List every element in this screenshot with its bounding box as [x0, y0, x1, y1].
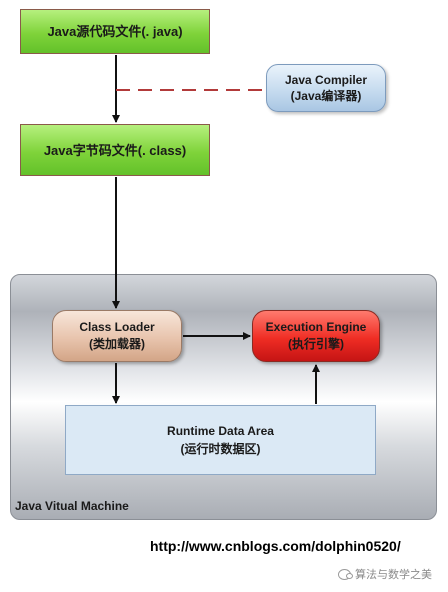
java-compiler-box: Java Compiler (Java编译器): [266, 64, 386, 112]
compiler-label-line1: Java Compiler: [284, 73, 368, 87]
execution-engine-box: Execution Engine (执行引擎): [252, 310, 380, 362]
wechat-icon: [338, 568, 353, 580]
class-loader-label-line2: (类加载器): [89, 337, 145, 351]
runtime-data-area-box: Runtime Data Area (运行时数据区): [65, 405, 376, 475]
class-loader-box: Class Loader (类加载器): [52, 310, 182, 362]
watermark-text: 算法与数学之美: [355, 569, 432, 581]
execution-engine-label-line2: (执行引擎): [288, 337, 344, 351]
bytecode-file-label: Java字节码文件(. class): [43, 142, 187, 158]
source-file-label: Java源代码文件(. java): [47, 24, 183, 39]
class-loader-label-line1: Class Loader: [79, 320, 155, 334]
runtime-data-area-label-line1: Runtime Data Area: [167, 424, 274, 438]
jvm-label: Java Vitual Machine: [15, 499, 129, 513]
watermark: 算法与数学之美: [338, 566, 432, 582]
bytecode-file-box: Java字节码文件(. class): [20, 124, 210, 176]
compiler-label-line2: (Java编译器): [290, 89, 362, 103]
runtime-data-area-label-line2: (运行时数据区): [180, 442, 261, 456]
execution-engine-label-line1: Execution Engine: [265, 320, 367, 334]
source-url-text: http://www.cnblogs.com/dolphin0520/: [150, 538, 401, 554]
source-file-box: Java源代码文件(. java): [20, 9, 210, 54]
